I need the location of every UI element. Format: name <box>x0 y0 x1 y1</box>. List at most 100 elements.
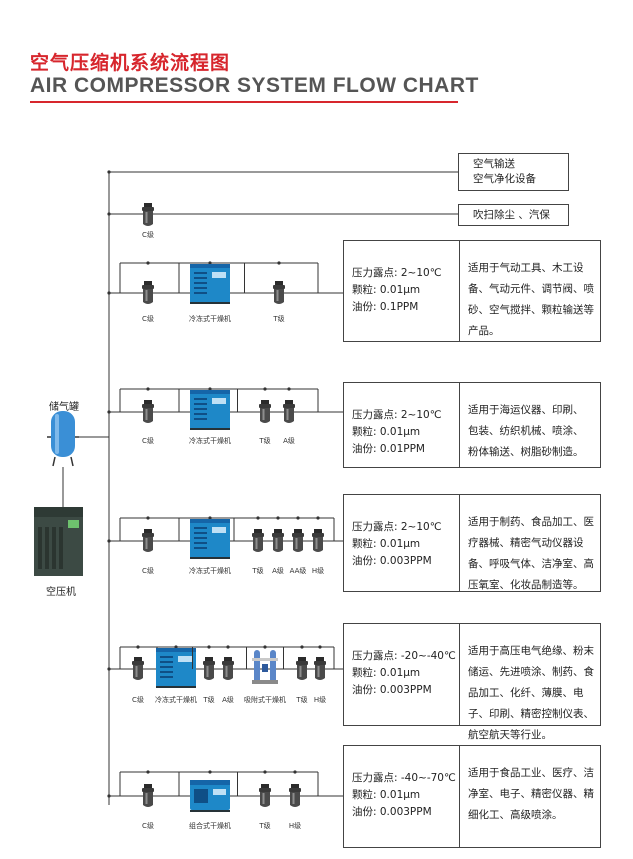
pipe-joint <box>146 261 150 265</box>
refrigerated-dryer-icon <box>190 390 230 430</box>
filter-icon <box>203 657 215 680</box>
adsorption-dryer-icon <box>252 650 278 684</box>
application-line: 子、印刷、精密控制仪表、 <box>468 708 594 720</box>
pipe-joint <box>107 410 111 414</box>
filter-icon <box>142 203 154 226</box>
title-underline <box>30 101 458 103</box>
filter-icon <box>312 529 324 552</box>
component-label: T级 <box>203 696 215 704</box>
filter-icon <box>272 529 284 552</box>
spec-line: 油份: 0.003PPM <box>352 806 432 818</box>
component-label: T级 <box>273 315 285 323</box>
application-line: 适用于海运仪器、印刷、 <box>468 404 584 416</box>
output-line: 吹扫除尘 、汽保 <box>473 209 550 221</box>
component-label: H级 <box>313 696 327 704</box>
application-box: 适用于食品工业、医疗、洁净室、电子、精密仪器、精细化工、高级喷涂。 <box>459 745 601 848</box>
output-blow-dust: 吹扫除尘 、汽保 <box>458 204 569 226</box>
pipe-joint <box>107 212 111 216</box>
spec-line: 颗粒: 0.01μm <box>352 426 421 438</box>
pipe-joint <box>296 516 300 520</box>
tank-label: 储气罐 <box>49 402 79 413</box>
pipe-joint <box>318 645 322 649</box>
page-title: 空气压缩机系统流程图 <box>30 52 231 74</box>
pipe-joint <box>263 770 267 774</box>
filter-icon <box>222 657 234 680</box>
pipe-joint <box>316 516 320 520</box>
pipe-joint <box>276 516 280 520</box>
application-line: 适用于气动工具、木工设 <box>468 262 584 274</box>
application-line: 产品。 <box>468 325 500 337</box>
output-line: 空气净化设备 <box>473 173 536 185</box>
pipe-joint <box>256 516 260 520</box>
component-label: 冷冻式干燥机 <box>189 315 231 323</box>
component-label: C级 <box>142 822 154 830</box>
application-line: 品加工、化纤、薄膜、电 <box>468 687 584 699</box>
component-label: T级 <box>296 696 308 704</box>
component-label: A级 <box>272 567 284 575</box>
spec-line: 颗粒: 0.01μm <box>352 538 421 550</box>
component-label: T级 <box>259 822 271 830</box>
pipe-joint <box>107 794 111 798</box>
output-line: 空气输送 <box>473 158 515 170</box>
spec-line: 油份: 0.003PPM <box>352 555 432 567</box>
pipe-joint <box>263 387 267 391</box>
application-line: 备、气动元件、调节阀、喷 <box>468 283 594 295</box>
component-label: 吸附式干燥机 <box>244 696 286 704</box>
pipe-joint <box>107 170 111 174</box>
application-line: 砂、空气搅拌、颗粒输送等 <box>468 304 594 316</box>
filter-icon <box>314 657 326 680</box>
component-label: C级 <box>132 696 144 704</box>
component-label: A级 <box>283 437 295 445</box>
pipe-joint <box>174 645 178 649</box>
application-box: 适用于气动工具、木工设备、气动元件、调节阀、喷砂、空气搅拌、颗粒输送等产品。 <box>459 240 601 342</box>
pipe-joint <box>146 516 150 520</box>
pipe-joint <box>107 291 111 295</box>
application-line: 细化工、高级喷涂。 <box>468 809 563 821</box>
component-label: H级 <box>288 822 302 830</box>
air-compressor-icon <box>34 507 83 576</box>
component-label: C级 <box>142 437 154 445</box>
pipe-joint <box>136 645 140 649</box>
filter-icon <box>296 657 308 680</box>
pipe-joint <box>208 770 212 774</box>
application-line: 粉体输送、树脂砂制造。 <box>468 446 584 458</box>
application-line: 净室、电子、精密仪器、精 <box>468 788 594 800</box>
filter-icon <box>142 400 154 423</box>
component-label: H级 <box>311 567 325 575</box>
refrigerated-dryer-icon <box>156 648 196 688</box>
pipe-joint <box>107 667 111 671</box>
filter-icon <box>259 784 271 807</box>
combination-dryer-icon <box>190 780 230 812</box>
refrigerated-dryer-icon <box>190 519 230 559</box>
application-line: 备、呼吸气体、洁净室、高 <box>468 558 594 570</box>
pipe-joint <box>208 387 212 391</box>
pipe-joint <box>263 645 267 649</box>
compressor-label: 空压机 <box>46 587 76 598</box>
air-tank-icon <box>47 411 79 467</box>
filter-icon <box>142 784 154 807</box>
pipe-joint <box>208 261 212 265</box>
spec-line: 颗粒: 0.01μm <box>352 789 421 801</box>
pipe-joint <box>208 516 212 520</box>
application-line: 适用于高压电气绝缘、粉末 <box>468 645 594 657</box>
component-label: A级 <box>222 696 234 704</box>
component-label: T级 <box>259 437 271 445</box>
pipe-joint <box>277 261 281 265</box>
application-line: 航空航天等行业。 <box>468 729 552 741</box>
filter-icon <box>132 657 144 680</box>
pipe-joint <box>226 645 230 649</box>
spec-line: 压力露点: 2~10℃ <box>352 267 442 279</box>
filter-label: C级 <box>142 231 154 239</box>
page-subtitle: AIR COMPRESSOR SYSTEM FLOW CHART <box>30 74 479 97</box>
spec-line: 压力露点: 2~10℃ <box>352 409 442 421</box>
component-label: C级 <box>142 315 154 323</box>
spec-line: 油份: 0.1PPM <box>352 301 419 313</box>
spec-line: 油份: 0.003PPM <box>352 684 432 696</box>
application-line: 储运、先进喷涂、制药、食 <box>468 666 594 678</box>
filter-icon <box>252 529 264 552</box>
pipe-joint <box>207 645 211 649</box>
